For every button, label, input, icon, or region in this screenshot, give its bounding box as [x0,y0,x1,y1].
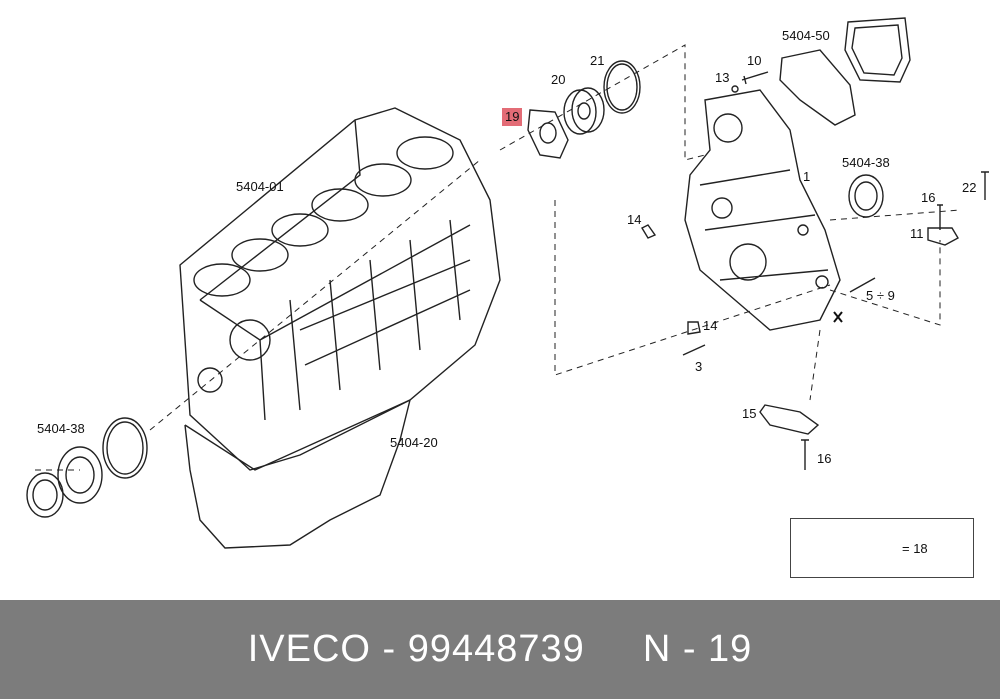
callout-5404-20: 5404-20 [390,435,438,450]
callout-5404-01: 5404-01 [236,179,284,194]
sealant-marker-icon [833,311,893,552]
callout-19-highlighted: 19 [502,108,523,126]
callout-5404-50: 5404-50 [782,28,830,43]
front-seal [848,174,884,218]
timing-cover [684,89,841,331]
callout-20: 20 [551,72,566,87]
leader-lines [35,44,961,471]
engine-block [179,107,501,471]
callout-5404-38-left: 5404-38 [37,421,85,436]
brand-name: IVECO [247,628,371,670]
callout-5404-38-right: 5404-38 [842,155,890,170]
diagram-reference: N - 19 [642,628,753,670]
callout-5-to-9: 5 ÷ 9 [866,288,895,303]
legend-text: = 18 [902,541,928,556]
parts-diagram: 5404-01 5404-20 5404-38 5404-38 5404-50 … [26,17,989,578]
callout-10: 10 [747,53,762,68]
callout-13: 13 [715,70,730,85]
callout-1: 1 [803,169,811,184]
part-number: 99448739 [407,628,585,670]
callout-15: 15 [742,406,757,421]
callout-14-top: 14 [627,212,642,227]
exploded-view-drawing [26,17,989,568]
callout-3: 3 [695,359,703,374]
callout-22: 22 [962,180,977,195]
callout-14-bottom: 14 [703,318,718,333]
callout-16-bottom: 16 [817,451,832,466]
callout-16-top: 16 [921,190,936,205]
sealant-legend-box [790,518,974,578]
cover-gasket-group [779,17,911,126]
caption-separator: - [370,628,408,670]
bolts [641,71,989,470]
part-caption-bar: IVECO - 99448739 N - 19 [0,600,1000,699]
front-parts-group [527,60,641,159]
oil-pan [184,399,411,549]
callout-21: 21 [590,53,605,68]
rear-seal-group [26,417,148,518]
callout-11: 11 [910,226,924,241]
